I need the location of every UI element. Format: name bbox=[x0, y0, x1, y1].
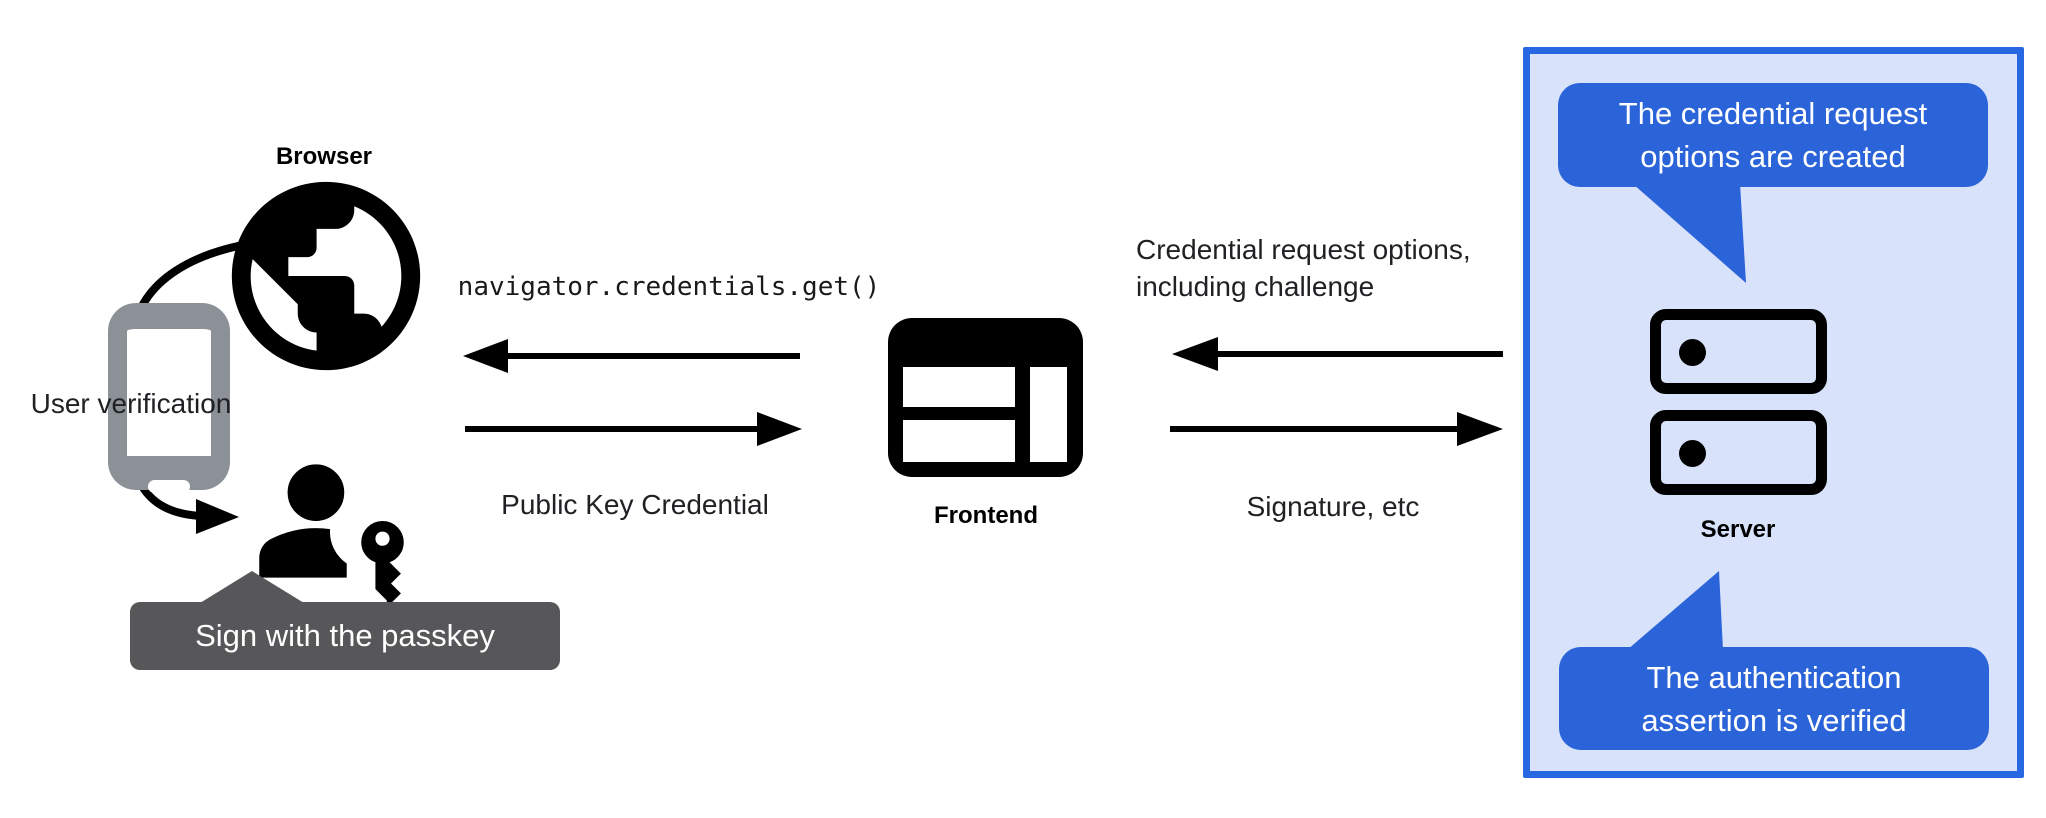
frontend-label: Frontend bbox=[934, 502, 1038, 529]
bubble-top-line1: The credential request bbox=[1618, 96, 1928, 131]
server-unit-led bbox=[1679, 339, 1706, 366]
bubble-bottom-line1: The authentication bbox=[1646, 659, 1902, 695]
public-key-credential-label: Public Key Credential bbox=[501, 489, 769, 520]
credential-options-created-bubble: The credential request options are creat… bbox=[1558, 83, 1988, 187]
signature-etc-label: Signature, etc bbox=[1246, 491, 1420, 522]
browser-window-pane-top-left bbox=[903, 367, 1015, 407]
browser-window-icon bbox=[888, 318, 1083, 477]
passkey-person-icon bbox=[259, 464, 404, 606]
passkey-tooltip-text: Sign with the passkey bbox=[195, 618, 495, 653]
credential-request-options-line1: Credential request options, bbox=[1136, 234, 1471, 265]
server-unit-led bbox=[1679, 440, 1706, 467]
credential-request-options-line2: including challenge bbox=[1136, 271, 1375, 302]
credential-request-options-text: Credential request options, including ch… bbox=[1136, 231, 1471, 305]
bubble-bottom-line2: assertion is verified bbox=[1641, 702, 1907, 738]
arrow-frontend-to-browser bbox=[463, 339, 800, 373]
user-verification-label: User verification bbox=[30, 388, 232, 419]
tooltip-pointer bbox=[200, 571, 304, 603]
arrow-browser-to-frontend bbox=[465, 412, 802, 446]
assertion-verified-bubble: The authentication assertion is verified bbox=[1559, 647, 1989, 750]
smartphone-home-bar bbox=[148, 480, 190, 493]
navigator-credentials-get-code: navigator.credentials.get() bbox=[457, 272, 881, 302]
browser-window-pane-right bbox=[1030, 367, 1067, 462]
bubble-top-tail bbox=[1633, 184, 1746, 283]
server-icon-lower-unit bbox=[1650, 410, 1827, 495]
globe-icon bbox=[231, 181, 421, 371]
bubble-top-line2: options are created bbox=[1640, 139, 1906, 174]
bubble-bottom-tail bbox=[1627, 571, 1723, 650]
browser-label: Browser bbox=[275, 143, 373, 170]
browser-window-pane-bottom-left bbox=[903, 420, 1015, 462]
server-icon bbox=[1650, 309, 1827, 394]
smartphone-icon bbox=[108, 303, 230, 493]
arrow-frontend-to-server bbox=[1170, 412, 1503, 446]
passkey-tooltip: Sign with the passkey bbox=[130, 602, 560, 670]
server-label: Server bbox=[1700, 516, 1776, 543]
arrow-server-to-frontend bbox=[1172, 337, 1503, 371]
